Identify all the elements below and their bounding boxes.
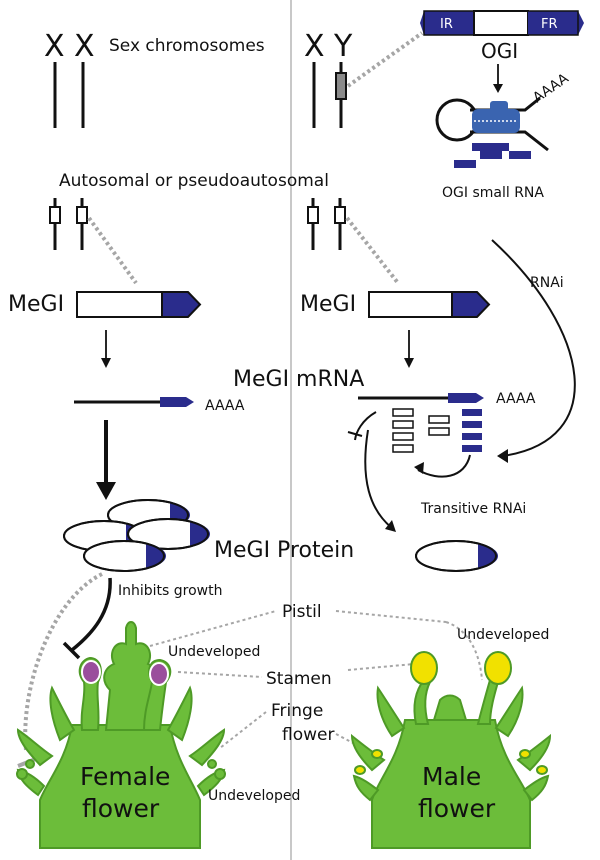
ogi-small-rna-fragments — [454, 143, 531, 168]
male-flower — [350, 678, 552, 849]
aaaa-left: AAAA — [205, 398, 245, 414]
megi-protein-cluster — [63, 499, 211, 572]
megi-mrna-label: MeGI mRNA — [233, 367, 364, 392]
female-flower-label-line1: Female — [80, 762, 170, 791]
chrom-y: Y — [333, 29, 353, 64]
aaaa-ogi: AAAA — [530, 70, 572, 106]
fr-label: FR — [541, 17, 558, 32]
rnai-arrow — [491, 239, 576, 457]
pistil-label: Pistil — [282, 602, 322, 622]
megi-gene-left-label: MeGI — [8, 292, 64, 317]
ogi-locus-marker — [335, 72, 347, 100]
fringe-flower-label-line1: Fringe — [271, 701, 323, 721]
ogi-label: OGI — [481, 39, 518, 63]
megi-cleaved-fragments — [392, 408, 482, 453]
female-flower — [16, 621, 226, 849]
transitive-loop-arrow — [417, 454, 471, 478]
chrom-x-left-2: X — [74, 29, 95, 64]
autosome-pair-right — [307, 198, 346, 250]
female-anthers — [81, 660, 169, 686]
aaaa-right: AAAA — [496, 391, 536, 407]
female-flower-label-line2: flower — [82, 794, 160, 823]
fringe-flower-label-line2: flower — [282, 725, 334, 745]
male-anthers — [354, 651, 548, 775]
megi-protein-label: MeGI Protein — [214, 538, 354, 563]
rnai-label: RNAi — [530, 275, 564, 291]
inhibits-growth-label: Inhibits growth — [118, 583, 223, 599]
transitive-rnai-label: Transitive RNAi — [420, 501, 526, 517]
inhibits-growth-line — [70, 577, 112, 652]
undeveloped-fringe-label: Undeveloped — [208, 788, 300, 804]
undeveloped-male-pistil-label: Undeveloped — [457, 627, 549, 643]
degradation-arrow — [364, 429, 393, 529]
ogi-small-rna-label: OGI small RNA — [442, 185, 544, 201]
megi-mrna-left — [74, 397, 194, 407]
ogi-hairpin-rna — [435, 96, 549, 152]
stamen-label: Stamen — [266, 669, 332, 689]
ogi-locus-pointer — [346, 31, 424, 88]
translation-block — [354, 411, 377, 441]
inhibits-fringe-line — [23, 572, 103, 751]
sex-chromosomes-label: Sex chromosomes — [109, 36, 265, 56]
ir-label: IR — [440, 17, 453, 32]
megi-gene-right-label: MeGI — [300, 292, 356, 317]
megi-protein-single — [415, 540, 499, 572]
chrom-x-left-1: X — [44, 29, 65, 64]
autosomal-label: Autosomal or pseudoautosomal — [59, 171, 329, 191]
autosome-pair-left — [49, 198, 88, 250]
megi-mrna-right — [358, 393, 484, 403]
chrom-x-right: X — [304, 29, 325, 64]
male-flower-label-line1: Male — [422, 762, 481, 791]
xx-chromosomes: X X — [44, 29, 95, 128]
undeveloped-female-pistil-label: Undeveloped — [168, 644, 260, 660]
megi-gene-right — [368, 291, 491, 318]
ogi-gene: IR FR — [420, 10, 584, 36]
megi-gene-left — [76, 291, 202, 318]
xy-chromosomes: X Y — [304, 29, 353, 128]
male-flower-label-line2: flower — [418, 794, 496, 823]
